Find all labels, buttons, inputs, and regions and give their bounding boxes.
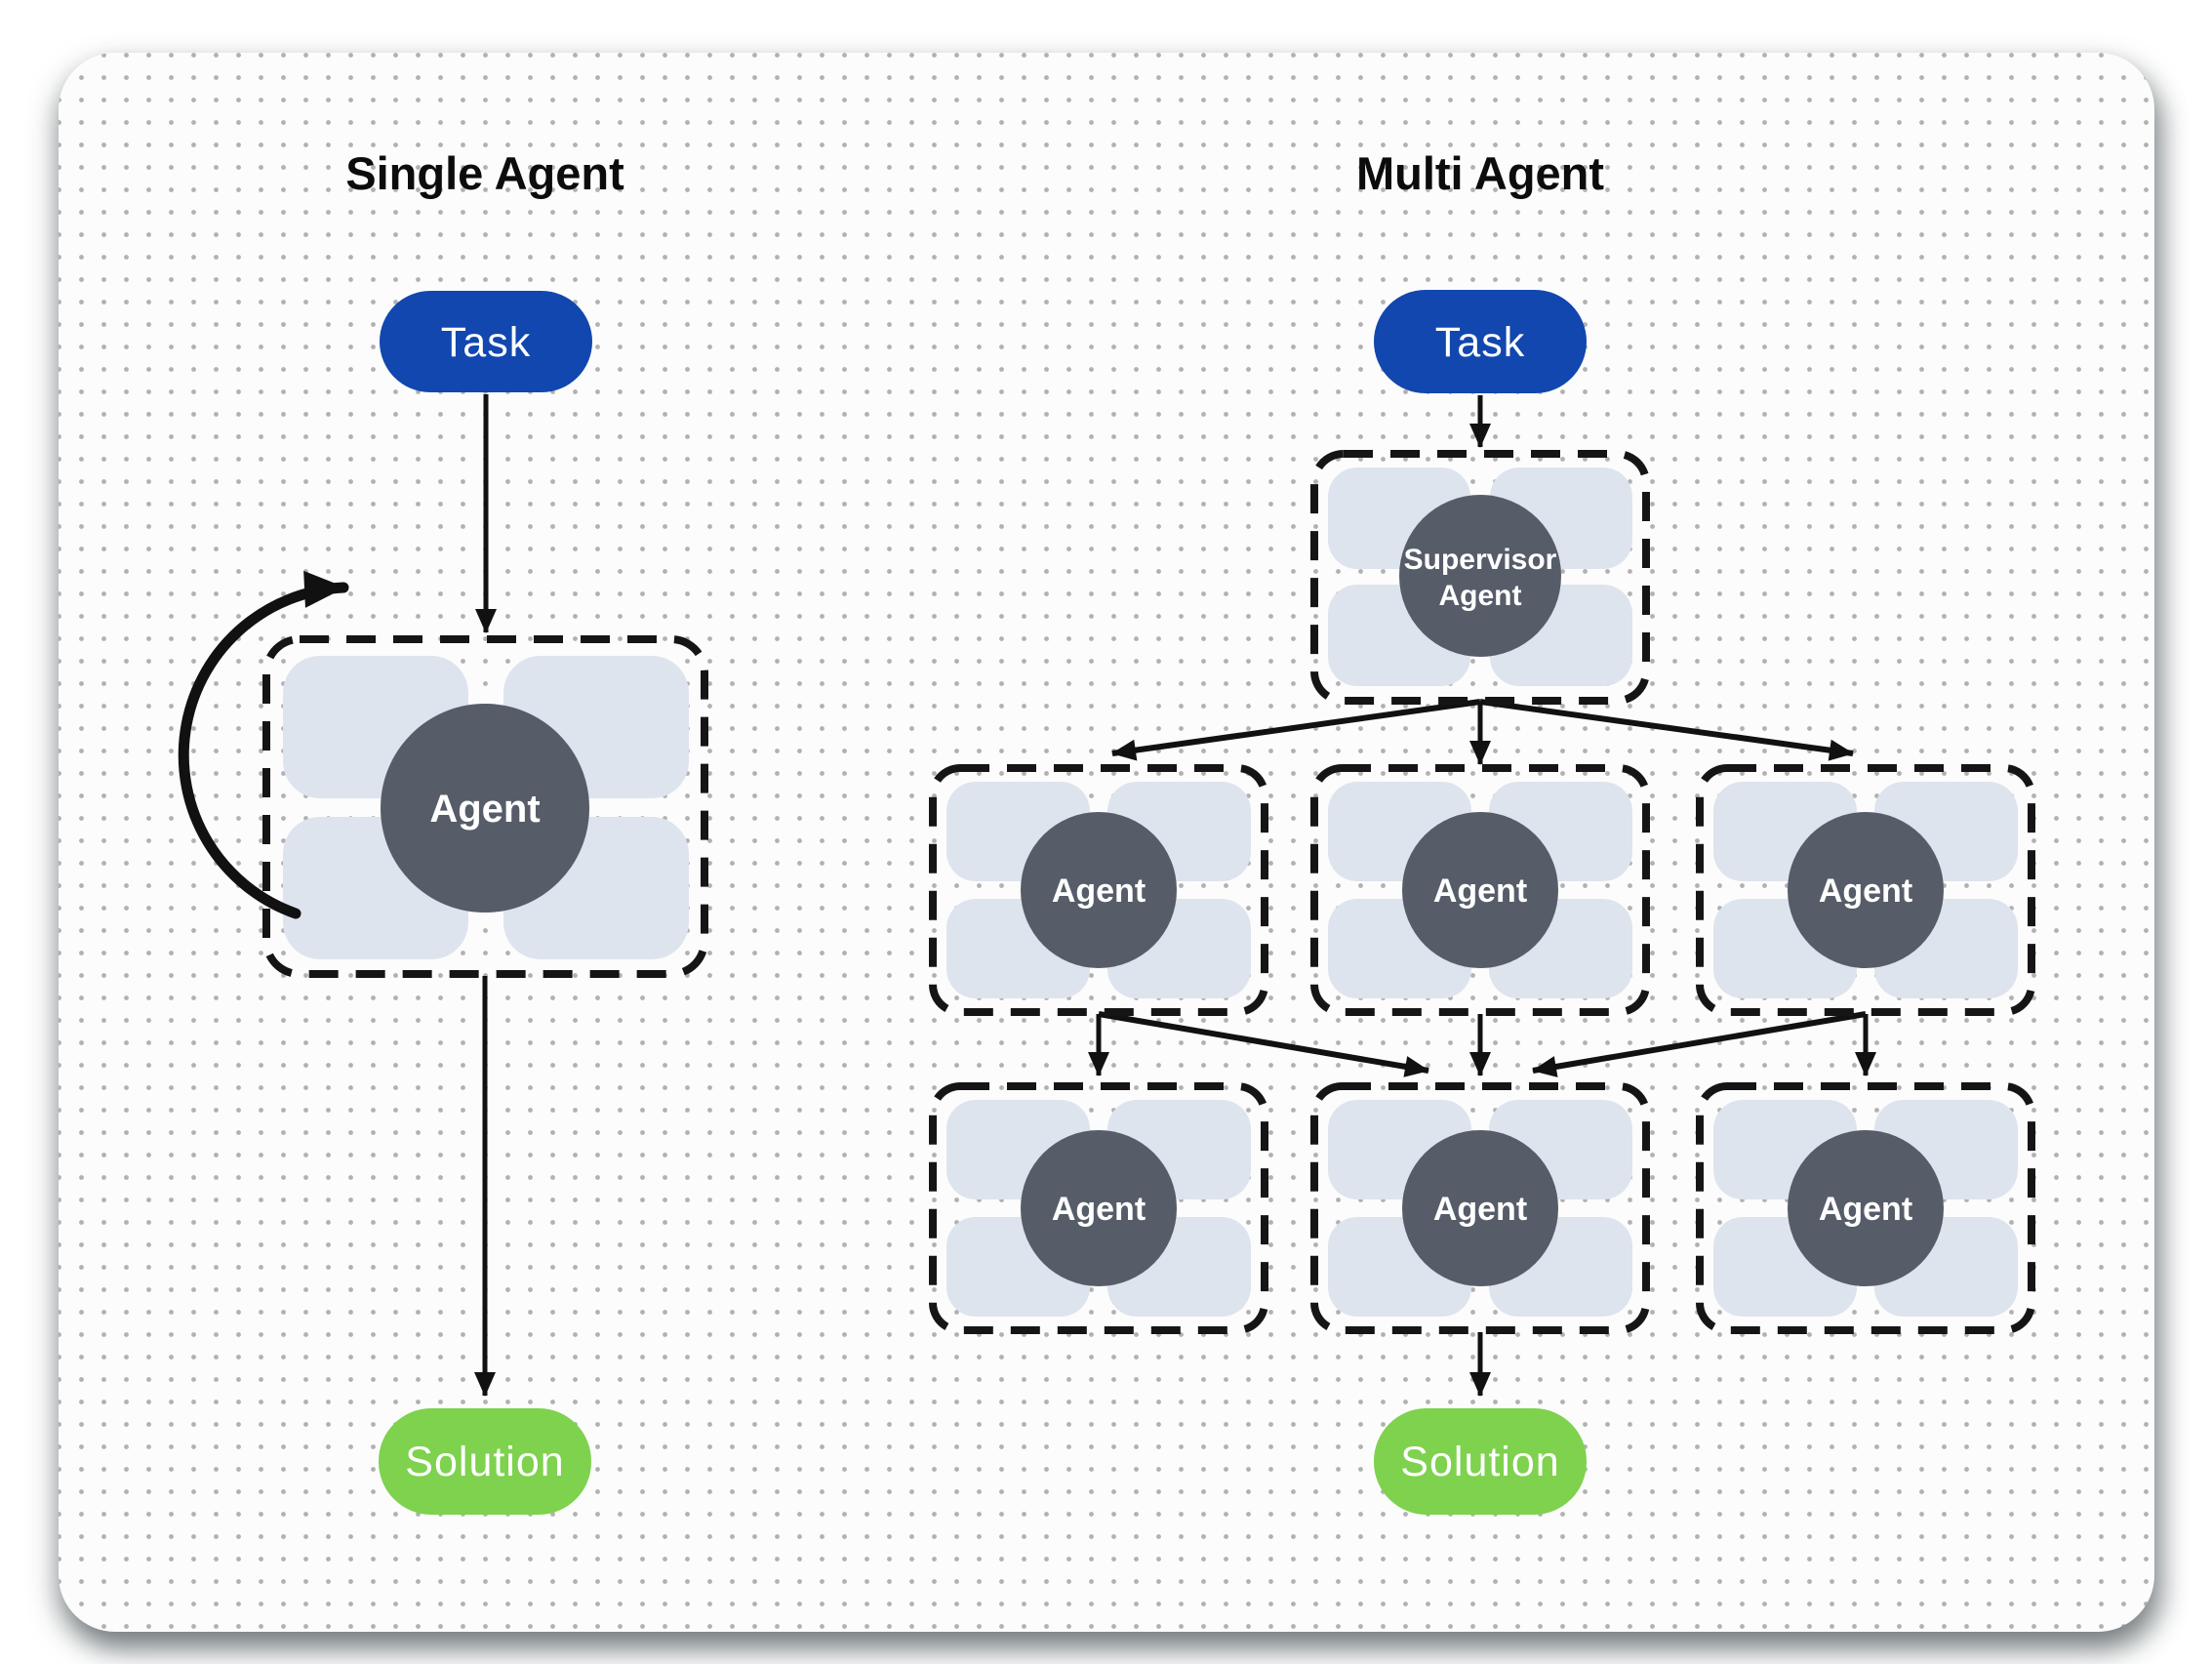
edge-worker3-to-worker5 [1532,1011,1867,1077]
agent-circle [1788,1130,1944,1286]
solution-node [379,1408,591,1515]
multi-agent-title: Multi Agent [1356,147,1604,199]
worker-row1-left: Agent [929,764,1268,1016]
single-agent-panel: Single Agent Task Agent Solution [178,147,708,1515]
agent-label: Agent [1052,1191,1146,1228]
worker-row1-middle: Agent [1310,764,1650,1016]
single-agent-title: Single Agent [345,147,624,199]
solution-node [1374,1408,1587,1515]
task-label: Task [441,319,531,366]
worker-row2-middle: Agent [1310,1082,1650,1334]
agent-circle [1788,812,1944,968]
edge-agent-self-loop [178,570,349,919]
agent-label: Agent [1052,873,1146,910]
multi-agent-panel: Multi Agent Task Supervisor Agent [929,147,2035,1515]
agent-circle [1402,1130,1558,1286]
agent-circle [1021,812,1177,968]
supervisor-label-line1: Supervisor [1404,544,1557,576]
task-node [1374,290,1587,393]
worker-row2-left: Agent [929,1082,1268,1334]
worker-row1-right: Agent [1696,764,2035,1016]
task-label: Task [1435,319,1525,366]
edge-supervisor-to-worker3 [1479,699,1854,761]
supervisor-circle [1399,495,1561,657]
edge-supervisor-to-worker1 [1111,699,1481,761]
supervisor-label-line2: Agent [1439,580,1522,612]
worker-row2-right: Agent [1696,1082,2035,1334]
agent-circle [1402,812,1558,968]
agent-label: Agent [1819,1191,1912,1228]
edge-worker1-to-worker5 [1098,1011,1429,1077]
agent-label: Agent [1433,873,1527,910]
agent-label: Agent [429,788,540,831]
solution-label: Solution [1400,1439,1559,1485]
solution-label: Solution [405,1439,564,1485]
agent-circle [381,704,589,913]
agent-circle [1021,1130,1177,1286]
agent-label: Agent [1819,873,1912,910]
task-node [380,291,592,392]
agent-label: Agent [1433,1191,1527,1228]
